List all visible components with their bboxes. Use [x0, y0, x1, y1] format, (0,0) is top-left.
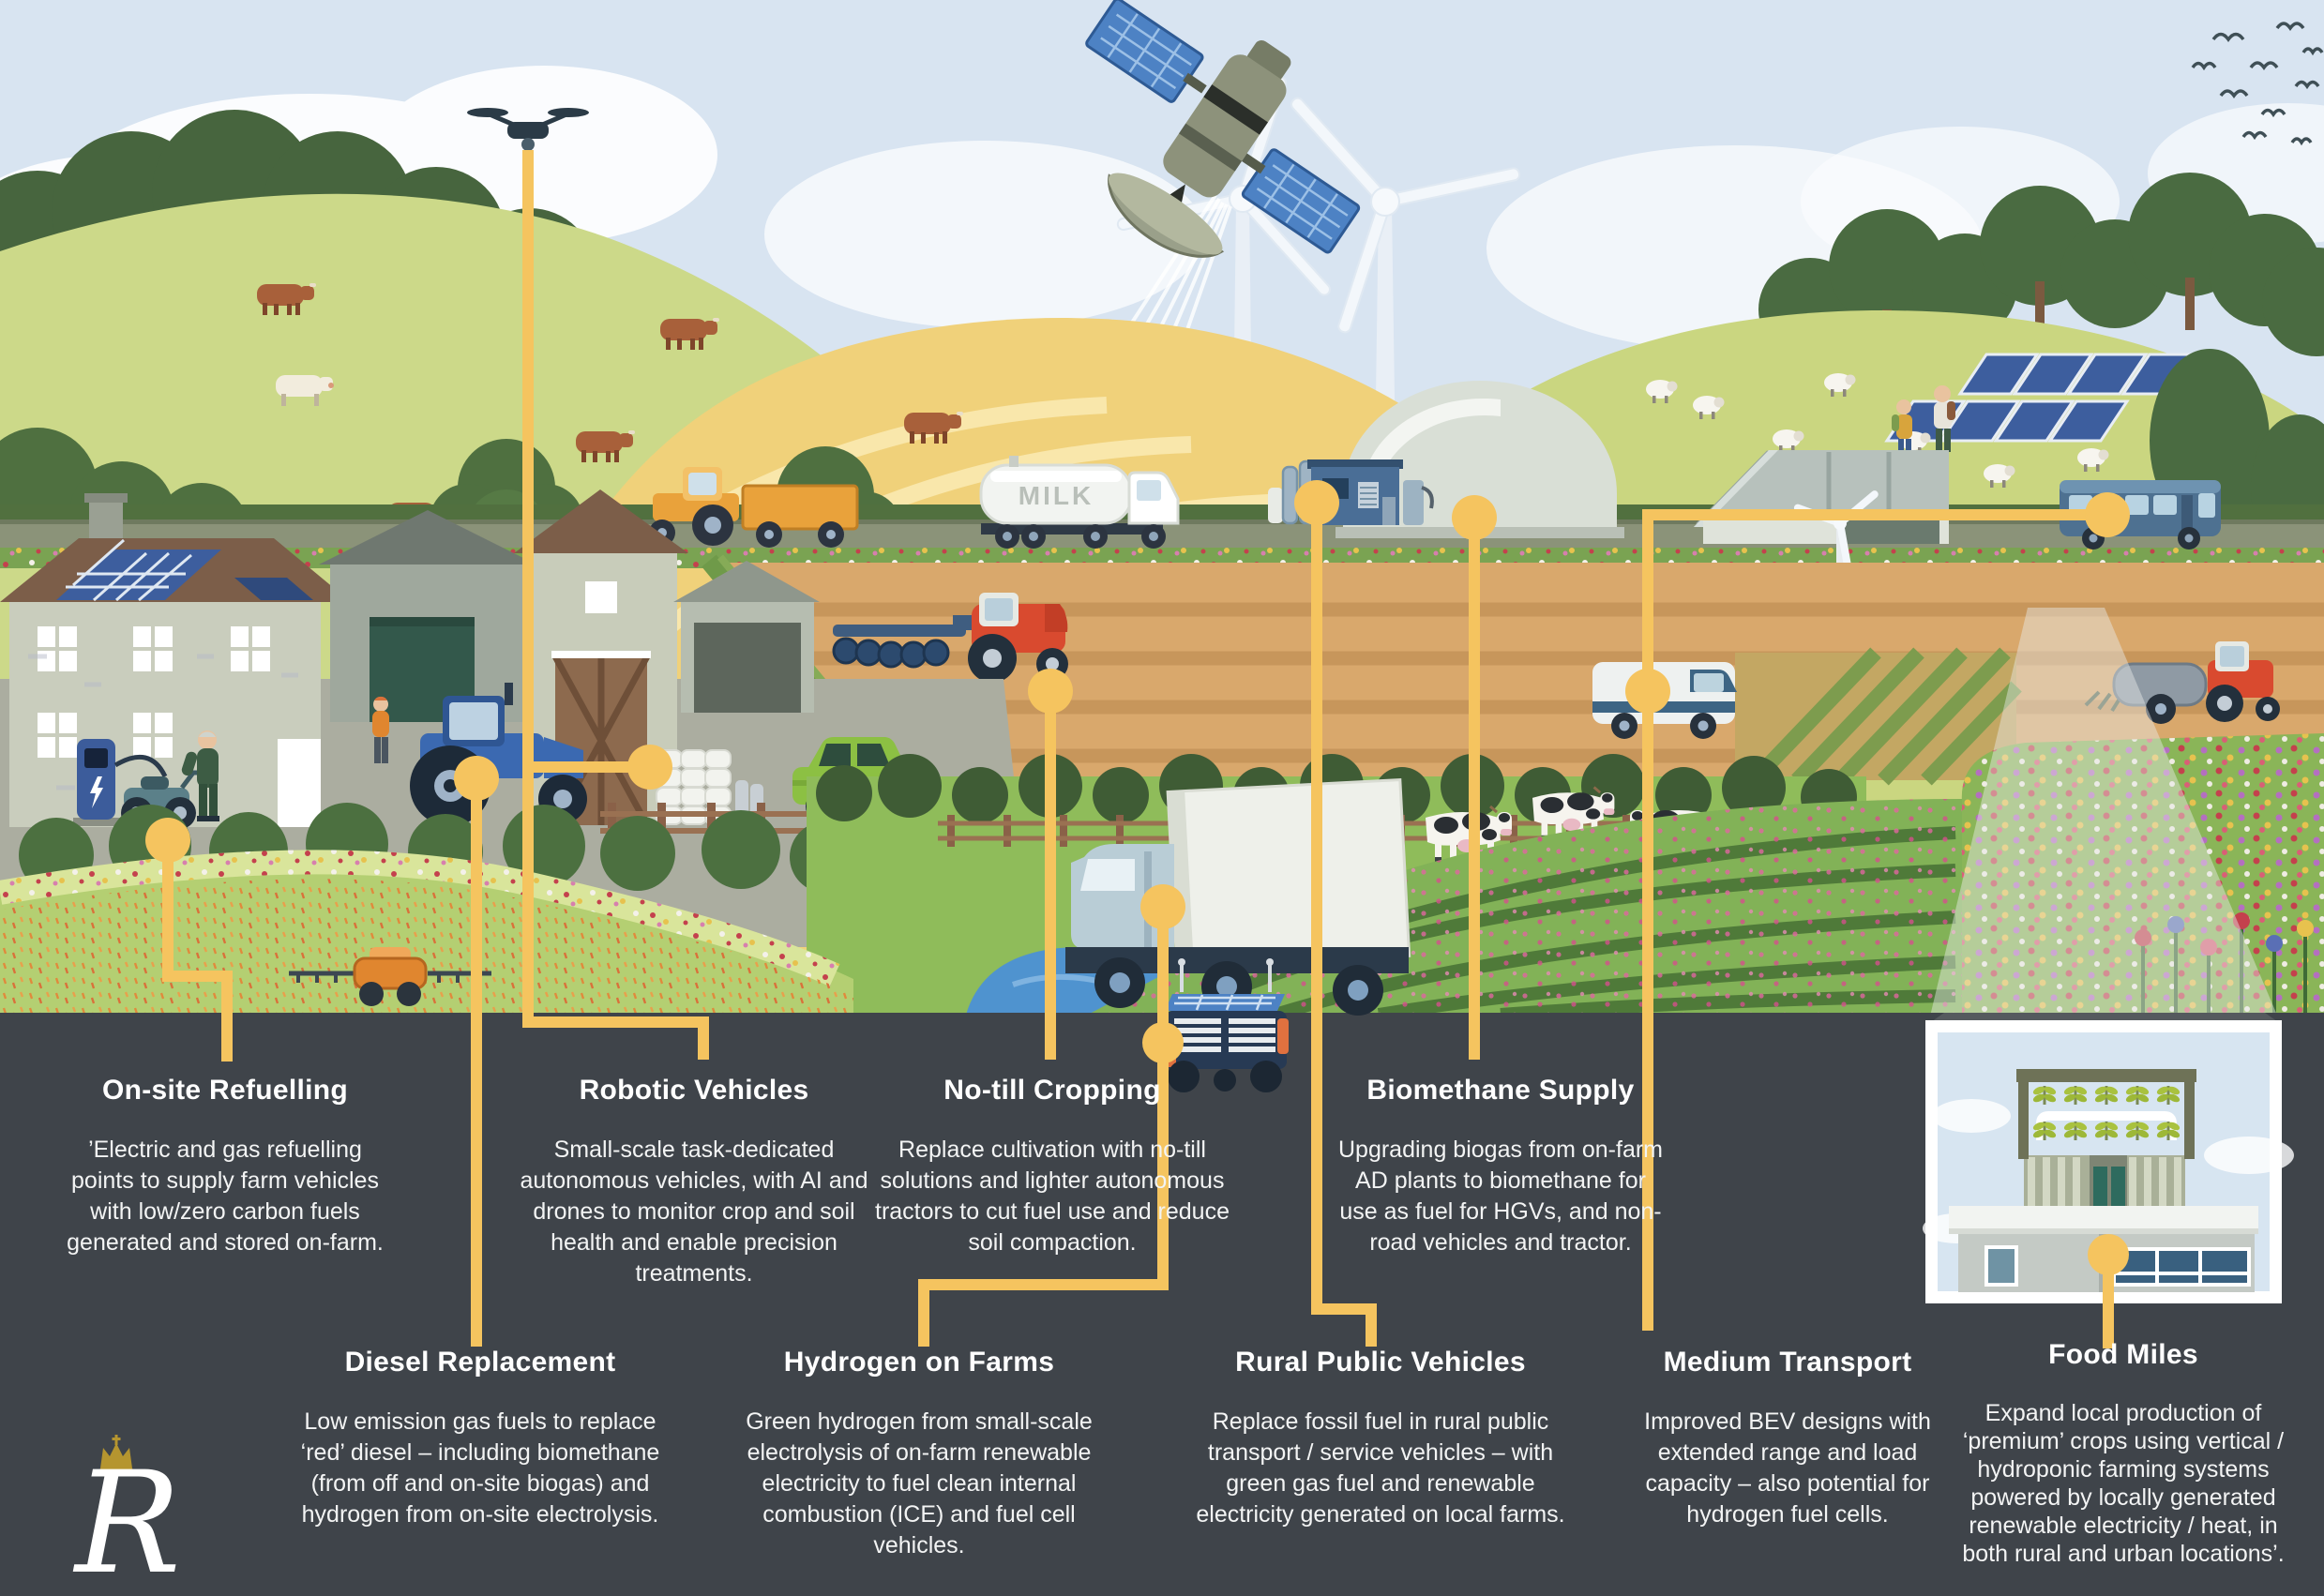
crown-icon: [99, 1435, 133, 1474]
callout-body: Upgrading biogas from on-farm AD plants …: [1338, 1137, 1663, 1256]
connector-hydrogen: [918, 907, 1169, 1347]
callout-diesel-replacement: Diesel Replacement Low emission gas fuel…: [296, 1347, 664, 1530]
vertical-farm-building: [1949, 1069, 2258, 1292]
connector-nodes: [145, 480, 2130, 1275]
inset-beam: [1928, 608, 2281, 1024]
hikers: [1892, 385, 1955, 459]
survey-drone-icon: [467, 108, 589, 151]
callout-title: Food Miles: [2048, 1339, 2198, 1370]
callout-title: Robotic Vehicles: [579, 1075, 809, 1106]
callout-robotic-vehicles: Robotic Vehicles Small-scale task-dedica…: [520, 1075, 868, 1289]
callout-title: Hydrogen on Farms: [783, 1347, 1055, 1378]
no-till-tractor: [832, 593, 1068, 683]
tractor-with-trailer: [649, 467, 859, 548]
callout-title: On-site Refuelling: [101, 1075, 349, 1106]
callout-no-till-cropping: No-till Cropping Replace cultivation wit…: [870, 1075, 1234, 1258]
milk-tanker: MILK: [979, 456, 1180, 549]
gray-barn: [319, 510, 536, 722]
birds-icon: [2191, 22, 2324, 146]
monogram-letter: R: [72, 1442, 181, 1592]
farmer: [181, 730, 219, 821]
flower-meadow: [1961, 733, 2324, 1015]
callout-biomethane-supply: Biomethane Supply Upgrading biogas from …: [1336, 1075, 1666, 1258]
sprayer-robot: [289, 947, 491, 1006]
callout-food-miles: Food Miles Expand local production of ‘p…: [1951, 1339, 2296, 1568]
callout-hydrogen-on-farms: Hydrogen on Farms Green hydrogen from sm…: [728, 1347, 1110, 1561]
connector-onsite-refuelling: [162, 840, 233, 1061]
callout-body: Green hydrogen from small-scale electrol…: [746, 1408, 1093, 1558]
callout-body: Expand local production of ‘premium’ cro…: [1962, 1400, 2285, 1567]
callout-body: ’Electric and gas refuelling points to s…: [67, 1137, 384, 1256]
callout-title: Diesel Replacement: [344, 1347, 616, 1378]
callout-title: Medium Transport: [1663, 1347, 1912, 1378]
tall-flowers: [2141, 926, 2307, 1015]
royal-monogram: R: [43, 1433, 212, 1592]
callout-title: Rural Public Vehicles: [1235, 1347, 1526, 1378]
food-miles-inset: [1923, 1020, 2294, 1303]
callout-body: Small-scale task-dedicated autonomous ve…: [520, 1137, 868, 1287]
refuelling-point: [73, 739, 168, 826]
field-robot: [1163, 958, 1289, 1092]
crop-rows-upper-right: [1735, 647, 2022, 786]
milk-tanker-label: MILK: [1019, 481, 1094, 510]
callout-body: Improved BEV designs with extended range…: [1644, 1408, 1931, 1528]
callout-body: Low emission gas fuels to replace ‘red’ …: [300, 1408, 660, 1528]
connector-rural-public: [1311, 503, 1377, 1347]
yard-worker: [372, 696, 389, 763]
callout-body: Replace cultivation with no-till solutio…: [875, 1137, 1230, 1256]
open-barn: [673, 561, 820, 713]
hgv-truck: [1065, 777, 1411, 1016]
callout-medium-transport: Medium Transport Improved BEV designs wi…: [1626, 1347, 1949, 1530]
connector-medium-transport: [1642, 509, 2107, 1331]
connector-robotic-vehicles: [522, 150, 709, 1060]
callout-body: Replace fossil fuel in rural public tran…: [1196, 1408, 1565, 1528]
slurry-tractor: [2084, 641, 2280, 724]
callout-rural-public-vehicles: Rural Public Vehicles Replace fossil fue…: [1195, 1347, 1566, 1530]
callout-title: No-till Cropping: [943, 1075, 1161, 1106]
callout-title: Biomethane Supply: [1366, 1075, 1635, 1106]
callout-on-site-refuelling: On-site Refuelling ’Electric and gas ref…: [60, 1075, 390, 1258]
